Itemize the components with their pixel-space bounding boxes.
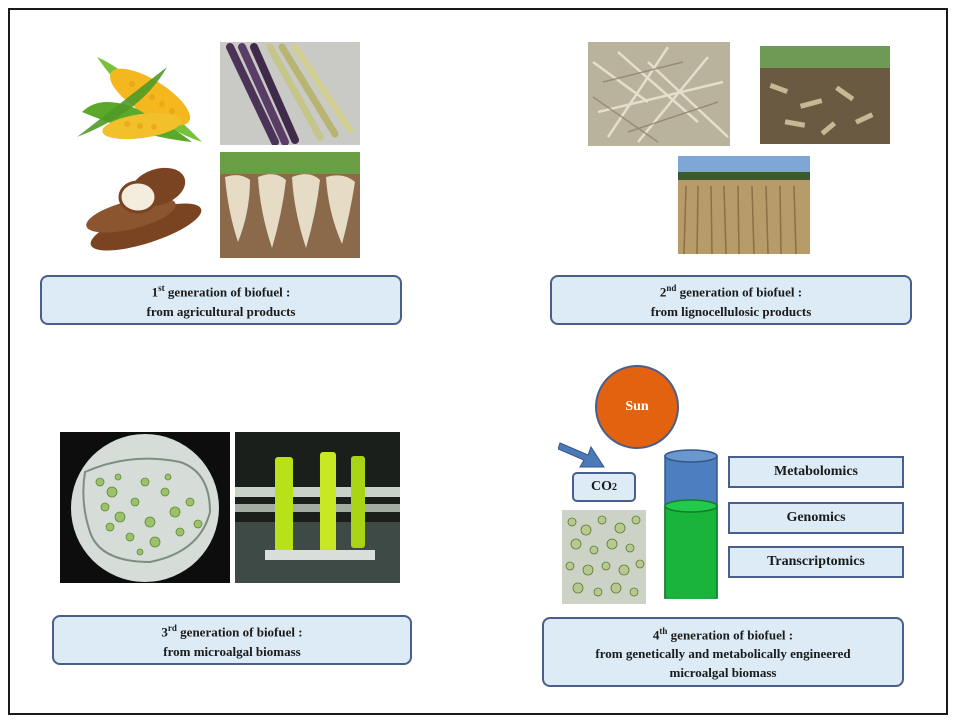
gen4-line2: from genetically and metabolically engin… [595,646,851,662]
gen1-subtitle: from agricultural products [146,303,296,319]
cassava-photo [76,157,206,257]
gen3-caption: 3rd generation of biofuel : from microal… [52,615,412,665]
corn-photo [72,42,207,148]
microscope-algae-photo [60,432,230,583]
photobioreactor-photo [235,432,400,583]
sun-circle: Sun [595,365,679,449]
algae-cells-photo [562,510,646,604]
gen2-subtitle: from lignocellulosic products [650,303,812,319]
omics-transcriptomics: Transcriptomics [728,546,904,578]
sugar-beet-photo [220,152,360,258]
culture-tube-icon [664,448,718,600]
arrow-to-co2-icon [558,435,608,471]
gen1-caption: 1st generation of biofuel : from agricul… [40,275,402,325]
gen1-title: 1st generation of biofuel : [151,283,291,300]
gen2-title: 2nd generation of biofuel : [659,283,803,300]
omics-metabolomics: Metabolomics [728,456,904,488]
field-stubble-photo [678,156,810,254]
gen4-line3: microalgal biomass [669,665,777,681]
gen3-title: 3rd generation of biofuel : [161,623,303,640]
sun-label: Sun [625,399,649,414]
sugarcane-photo [220,42,360,145]
gen4-title: 4th generation of biofuel : [652,625,794,643]
gen4-caption: 4th generation of biofuel : from genetic… [542,617,904,687]
gen2-caption: 2nd generation of biofuel : from lignoce… [550,275,912,325]
figure-frame: 1st generation of biofuel : from agricul… [8,8,948,715]
straw-photo [588,42,730,146]
gen3-subtitle: from microalgal biomass [163,643,301,659]
wood-chips-photo [760,46,890,144]
omics-genomics: Genomics [728,502,904,534]
